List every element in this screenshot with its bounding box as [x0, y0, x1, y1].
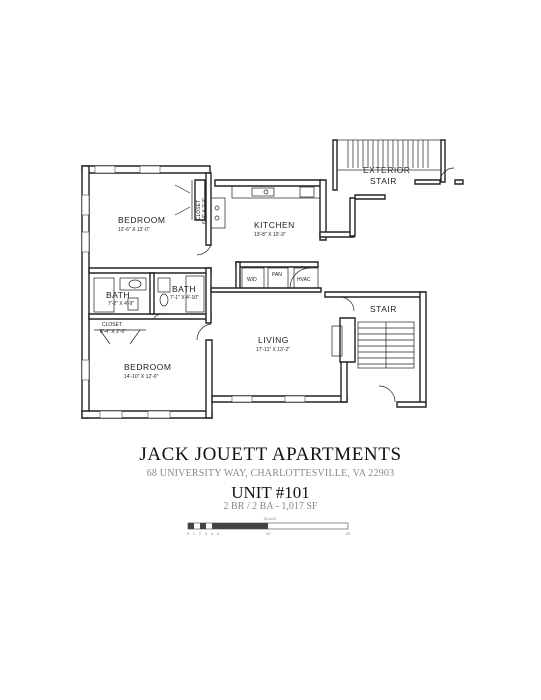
kitchen-label: KITCHEN — [254, 220, 295, 230]
interior-walls — [88, 172, 356, 363]
stair-label: STAIR — [370, 304, 397, 314]
scale-tick-5: 5 — [217, 531, 220, 536]
scale-tick-4: 4 — [211, 531, 214, 536]
bath1-label: BATH — [106, 290, 130, 300]
utility-closets — [241, 267, 319, 289]
bath1-dims: 7'-2" X 4'-9" — [108, 301, 134, 307]
bath-fixtures — [93, 275, 205, 313]
building-address: 68 UNIVERSITY WAY, CHARLOTTESVILLE, VA 2… — [146, 468, 395, 479]
bath2-dims: 7'-1" X 4'-10" — [170, 295, 199, 301]
closet2-label: CLOSET — [102, 322, 122, 328]
scale-tick-0: 0 — [187, 531, 190, 536]
bedroom1-label: BEDROOM — [118, 215, 165, 225]
exterior-stair-label-1: EXTERIOR — [363, 165, 410, 175]
scale-tick-20: 20 — [346, 531, 351, 536]
fireplace — [331, 325, 343, 357]
closet2-dims: 8'-4" X 2'-0" — [100, 329, 126, 335]
bedroom2-label: BEDROOM — [124, 362, 171, 372]
windows — [81, 165, 306, 419]
bedroom2-dims: 14'-10" X 12'-0" — [124, 374, 159, 380]
unit-info: 2 BR / 2 BA - 1,017 SF — [223, 501, 318, 512]
bedroom1-dims: 12'-6" X 12'-0" — [118, 227, 150, 233]
living-label: LIVING — [258, 335, 289, 345]
hvac-label: HVAC — [297, 277, 311, 283]
bath2-label: BATH — [172, 284, 196, 294]
exterior-stair-label-2: STAIR — [370, 176, 397, 186]
scale-bar: SCALE 0 1 2 3 4 5 10 20 — [187, 516, 351, 536]
living-dims: 17'-11" X 13'-2" — [256, 347, 290, 353]
scale-tick-2: 2 — [199, 531, 202, 536]
floor-plan: BEDROOM 12'-6" X 12'-0" CLOSET 6'-4" X 2… — [81, 139, 464, 419]
interior-stair — [357, 321, 415, 403]
building-name: JACK JOUETT APARTMENTS — [139, 444, 402, 465]
closet1-dims: 6'-4" X 2'-0" — [202, 198, 208, 224]
scale-label: SCALE — [263, 516, 276, 521]
pan-label: PAN — [272, 272, 282, 278]
exterior-stair-structure — [332, 139, 464, 200]
scale-tick-3: 3 — [205, 531, 208, 536]
closet1-label: CLOSET — [196, 200, 202, 220]
kitchen-dims: 13'-8" X 10'-3" — [254, 232, 286, 238]
scale-tick-10: 10 — [266, 531, 271, 536]
kitchen-counters — [210, 185, 321, 229]
doors — [153, 244, 355, 341]
closet-bottom — [94, 329, 146, 345]
unit-number: UNIT #101 — [231, 483, 310, 502]
scale-tick-1: 1 — [193, 531, 196, 536]
closet-top — [174, 179, 206, 221]
wd-label: W/D — [247, 277, 257, 283]
